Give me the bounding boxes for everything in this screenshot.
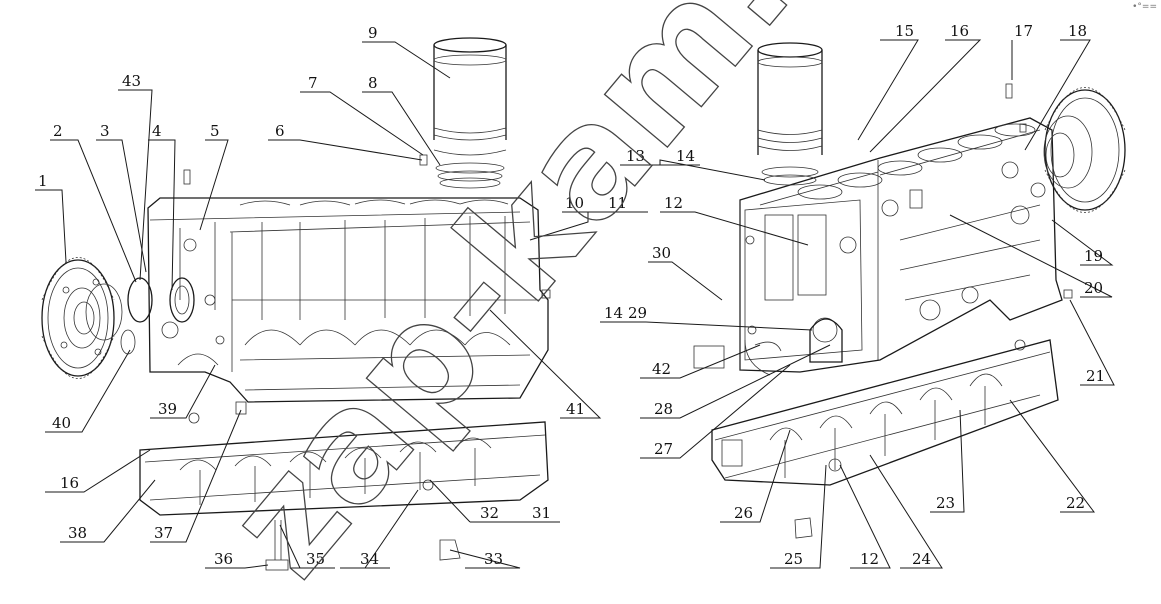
- callout-41: 41: [566, 400, 585, 418]
- callout-16-right: 16: [950, 22, 969, 40]
- callout-22: 22: [1066, 494, 1085, 512]
- callout-10: 10: [565, 194, 584, 212]
- callout-4: 4: [152, 122, 162, 140]
- callout-31: 31: [532, 504, 551, 522]
- right-gear: [1043, 87, 1126, 213]
- callout-37: 37: [154, 524, 173, 542]
- callout-19: 19: [1084, 247, 1103, 265]
- callout-18: 18: [1068, 22, 1087, 40]
- callout-28: 28: [654, 400, 673, 418]
- callout-9: 9: [368, 24, 378, 42]
- callout-30: 30: [652, 244, 671, 262]
- callout-3: 3: [100, 122, 110, 140]
- callout-38: 38: [68, 524, 87, 542]
- callout-29: 29: [628, 304, 647, 322]
- callout-7: 7: [308, 74, 318, 92]
- callout-40: 40: [52, 414, 71, 432]
- callout-43: 43: [122, 72, 141, 90]
- callout-24: 24: [912, 550, 931, 568]
- callout-12-upper: 12: [664, 194, 683, 212]
- callout-23: 23: [936, 494, 955, 512]
- left-gear: [41, 257, 123, 379]
- callout-2: 2: [53, 122, 63, 140]
- callout-numbers: 1 2 3 4 5 6 7 8 9 10 11 12 12 13 14 14 1…: [38, 22, 1105, 568]
- watermark-text: zap-kam.ru: [194, 0, 940, 604]
- callout-42: 42: [652, 360, 671, 378]
- callout-36: 36: [214, 550, 233, 568]
- callout-1: 1: [38, 172, 48, 190]
- right-main-bearing-ladder: [711, 339, 1059, 539]
- left-engine-block: [147, 169, 551, 403]
- left-main-bearing-ladder: [139, 401, 549, 571]
- callout-6: 6: [275, 122, 285, 140]
- callout-15: 15: [895, 22, 914, 40]
- callout-16-left: 16: [60, 474, 79, 492]
- callout-8: 8: [368, 74, 378, 92]
- callout-13: 13: [626, 147, 645, 165]
- callout-33: 33: [484, 550, 503, 568]
- callout-21: 21: [1086, 367, 1105, 385]
- leader-lines: [35, 39, 1115, 569]
- callout-34: 34: [360, 550, 379, 568]
- callout-27: 27: [654, 440, 673, 458]
- callout-26: 26: [734, 504, 753, 522]
- right-engine-block: [693, 83, 1073, 376]
- callout-11: 11: [608, 194, 627, 212]
- callout-5: 5: [210, 122, 220, 140]
- callout-20: 20: [1084, 279, 1103, 297]
- callout-12-lower: 12: [860, 550, 879, 568]
- callout-14-upper: 14: [676, 147, 695, 165]
- callout-17: 17: [1014, 22, 1033, 40]
- left-seal-and-hub: [120, 277, 195, 355]
- callout-39: 39: [158, 400, 177, 418]
- left-cylinder-liner: [419, 37, 507, 189]
- callout-25: 25: [784, 550, 803, 568]
- callout-35: 35: [306, 550, 325, 568]
- corner-mark: •°==: [1132, 2, 1157, 12]
- callout-32: 32: [480, 504, 499, 522]
- callout-14-lower: 14: [604, 304, 623, 322]
